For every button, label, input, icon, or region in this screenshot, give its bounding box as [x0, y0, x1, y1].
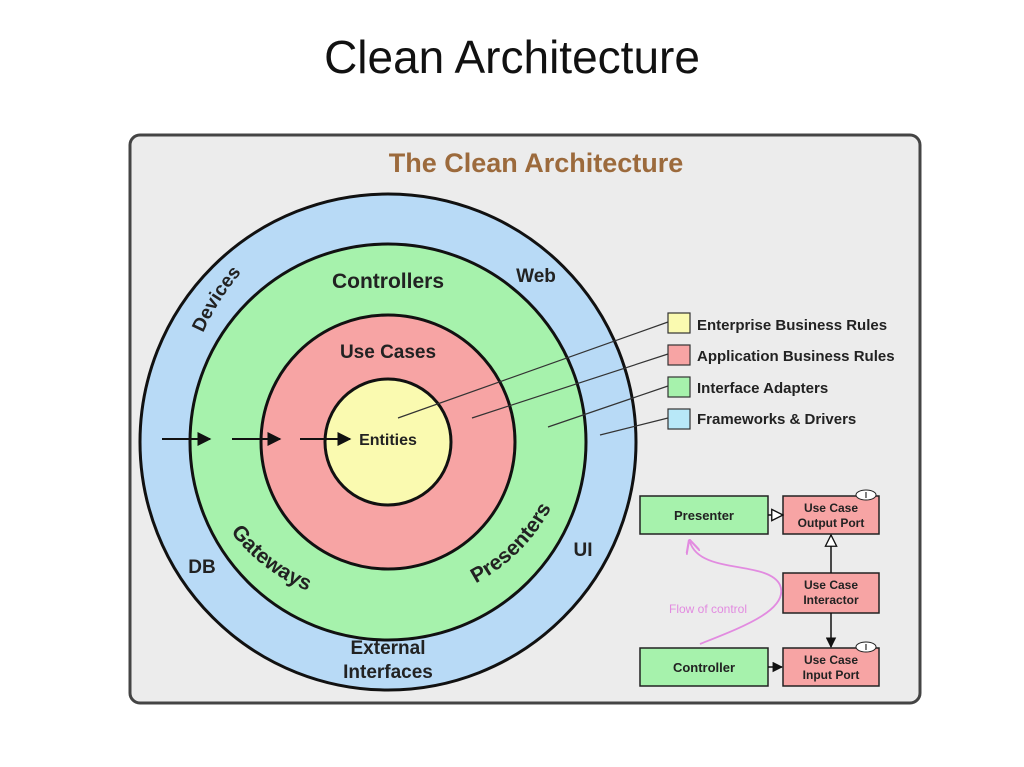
presenter-box	[639, 495, 769, 535]
legend-label-enterprise: Enterprise Business Rules	[697, 317, 887, 334]
legend-label-adapters: Interface Adapters	[697, 380, 828, 397]
legend-leader-frameworks	[599, 417, 669, 436]
flow-of-control-label: Flow of control	[669, 602, 747, 616]
label-ui: UI	[574, 540, 593, 561]
controller-label: Controller	[673, 660, 735, 675]
label-external: External	[351, 638, 426, 659]
legend-leader-adapters	[547, 385, 669, 428]
label-interfaces: Interfaces	[343, 662, 433, 683]
legend-leader-entities	[397, 321, 669, 419]
input-port-label-line1: Use Case	[804, 653, 858, 667]
legend-swatch-application	[667, 344, 691, 366]
interactor-label-line2: Interactor	[803, 593, 859, 607]
label-controllers: Controllers	[332, 270, 444, 293]
slide-title: Clean Architecture	[324, 31, 700, 83]
label-web: Web	[516, 266, 556, 287]
input-port-interface-marker	[855, 641, 877, 653]
diagram-title: The Clean Architecture	[389, 148, 684, 178]
output-port-box	[782, 495, 880, 535]
legend-swatch-enterprise	[667, 312, 691, 334]
interactor-label-line1: Use Case	[804, 578, 858, 592]
output-port-label-line2: Output Port	[798, 516, 865, 530]
label-entities: Entities	[359, 432, 417, 449]
legend-leader-application	[471, 353, 669, 419]
legend-swatch-adapters	[667, 376, 691, 398]
input-port-interface-letter: I	[865, 643, 867, 652]
presenter-label: Presenter	[674, 508, 734, 523]
output-port-label-line1: Use Case	[804, 501, 858, 515]
legend-swatch-frameworks	[667, 408, 691, 430]
flow-of-control-curve	[690, 542, 783, 645]
label-db: DB	[188, 557, 215, 578]
legend-label-frameworks: Frameworks & Drivers	[697, 411, 856, 428]
label-use-cases: Use Cases	[340, 342, 436, 363]
input-port-label-line2: Input Port	[803, 668, 860, 682]
legend-label-application: Application Business Rules	[697, 348, 895, 365]
output-port-interface-marker	[855, 489, 877, 501]
output-port-interface-letter: I	[865, 491, 867, 500]
